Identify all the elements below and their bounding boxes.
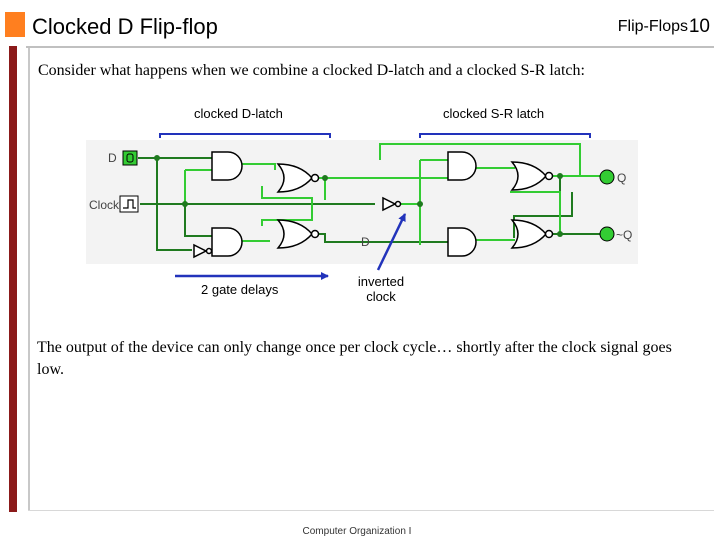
and-gate-1 xyxy=(211,151,243,181)
conclusion-text: The output of the device can only change… xyxy=(37,339,672,378)
not-q-output-label: ~Q xyxy=(616,228,633,242)
and-gate-4 xyxy=(447,227,477,257)
and-gate-2 xyxy=(211,227,243,257)
footer-text: Computer Organization I xyxy=(302,526,412,537)
not-gate-d-latch xyxy=(193,243,208,259)
clock-input-box[interactable] xyxy=(119,195,139,213)
q-output-label: Q xyxy=(617,171,627,185)
nor-gate-1 xyxy=(276,163,313,193)
not-q-output-led xyxy=(599,226,615,242)
gate-delays-label: 2 gate delays xyxy=(201,282,279,297)
d-input-label: D xyxy=(108,151,117,165)
not-bubble-d-latch xyxy=(205,247,213,255)
inverted-clock-arrow xyxy=(376,213,407,271)
nor-gate-2 xyxy=(276,219,313,249)
q-output-led xyxy=(599,169,615,185)
inverted-clock-line-2: clock xyxy=(366,289,396,304)
and-gate-3 xyxy=(447,151,477,181)
wire-junctions xyxy=(154,155,563,237)
sr-latch-label: clocked S-R latch xyxy=(443,106,545,121)
clock-input-label: Clock xyxy=(89,198,120,212)
nor-gates xyxy=(276,161,554,249)
nor-gate-3 xyxy=(510,161,547,191)
bottom-divider xyxy=(28,510,714,511)
top-divider xyxy=(26,46,714,48)
page-number: 10 xyxy=(688,16,710,37)
page-title: Clocked D Flip-flop xyxy=(32,14,218,39)
inverted-clock-line-1: inverted xyxy=(357,274,405,289)
not-gates xyxy=(193,196,402,259)
d-input-switch[interactable] xyxy=(122,150,138,166)
d-latch-brace xyxy=(159,133,331,138)
nor-gate-4 xyxy=(510,219,547,249)
not-gate-clock xyxy=(382,196,397,212)
section-name: Flip-Flops xyxy=(617,18,688,35)
left-accent-bar xyxy=(9,46,17,512)
left-divider xyxy=(28,48,30,510)
intro-text: Consider what happens when we combine a … xyxy=(38,62,585,79)
internal-d-label: D xyxy=(361,235,370,249)
d-latch-label: clocked D-latch xyxy=(194,106,283,121)
circuit-panel xyxy=(86,140,638,264)
nor-bubble-4 xyxy=(544,229,554,239)
and-gates xyxy=(211,151,477,257)
nor-bubble-2 xyxy=(310,229,320,239)
title-accent-square xyxy=(5,12,25,37)
d-input-switch-glyph xyxy=(126,153,134,163)
not-bubble-clock xyxy=(394,200,402,208)
nor-bubble-3 xyxy=(544,171,554,181)
sr-latch-brace xyxy=(419,133,591,138)
nor-bubble-1 xyxy=(310,173,320,183)
clock-waveform-icon xyxy=(123,199,136,209)
inverted-clock-label: inverted clock xyxy=(346,274,416,304)
